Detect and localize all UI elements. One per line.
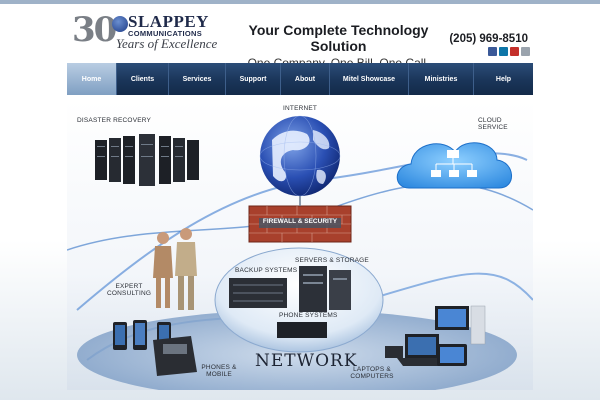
computers-icon [385, 305, 486, 366]
nav-help[interactable]: Help [474, 63, 533, 95]
phone-number[interactable]: (205) 969-8510 [449, 33, 528, 45]
label-internet: INTERNET [283, 105, 318, 112]
facebook-icon[interactable] [488, 47, 497, 56]
label-phones-line2: MOBILE [206, 371, 232, 378]
nav-about[interactable]: About [281, 63, 330, 95]
label-disaster-recovery: DISASTER RECOVERY [77, 117, 152, 124]
desk-phone-icon [153, 336, 197, 376]
main-nav: Home Clients Services Support About Mite… [67, 63, 533, 95]
label-laptops-line2: COMPUTERS [350, 373, 394, 380]
linkedin-icon[interactable] [499, 47, 508, 56]
top-accent-strip [0, 0, 600, 4]
label-cloud-service: CLOUD SERVICE [478, 117, 508, 131]
logo-name: SLAPPEY [128, 12, 209, 31]
label-network: NETWORK [255, 351, 358, 371]
cloud-service-icon [396, 142, 512, 189]
consultants-image [153, 228, 197, 310]
phone-system-icon [277, 322, 327, 338]
label-backup-systems: BACKUP SYSTEMS [235, 267, 298, 274]
label-firewall: FIREWALL & SECURITY [262, 218, 338, 225]
logo-tagline: Years of Excellence [116, 36, 218, 51]
nav-home[interactable]: Home [67, 63, 117, 95]
label-expert-consulting: EXPERT CONSULTING [107, 283, 151, 297]
label-phones-mobile: PHONES & MOBILE [197, 364, 241, 378]
label-phones-line1: PHONES & [201, 364, 237, 371]
storage-tower-icon [329, 270, 351, 310]
server-tower-icon [299, 266, 327, 312]
email-icon[interactable] [521, 47, 530, 56]
label-phone-systems: PHONE SYSTEMS [279, 312, 338, 319]
globe-icon [112, 16, 128, 32]
nav-mitel-showcase[interactable]: Mitel Showcase [330, 63, 409, 95]
hero-illustration: DISASTER RECOVERY INTERNET CLOUD SERVICE… [67, 100, 533, 390]
label-expert-line2: CONSULTING [107, 290, 152, 297]
internet-globe-icon [259, 115, 341, 197]
nav-clients[interactable]: Clients [117, 63, 169, 95]
youtube-icon[interactable] [510, 47, 519, 56]
nav-services[interactable]: Services [169, 63, 226, 95]
hero-graphic [67, 100, 533, 390]
label-laptops-computers: LAPTOPS & COMPUTERS [347, 366, 397, 380]
logo-number: 30 [72, 10, 117, 50]
nav-support[interactable]: Support [226, 63, 281, 95]
logo-subtitle: COMMUNICATIONS [128, 29, 203, 38]
label-expert-line1: EXPERT [115, 283, 143, 290]
social-links [488, 47, 530, 56]
nav-ministries[interactable]: Ministries [409, 63, 474, 95]
tagline-main: Your Complete Technology Solution [248, 22, 429, 54]
label-servers-storage: SERVERS & STORAGE [295, 257, 369, 264]
label-laptops-line1: LAPTOPS & [353, 366, 391, 373]
site-logo[interactable]: 30 SLAPPEY COMMUNICATIONS Years of Excel… [72, 8, 222, 52]
server-racks-icon [95, 134, 199, 186]
